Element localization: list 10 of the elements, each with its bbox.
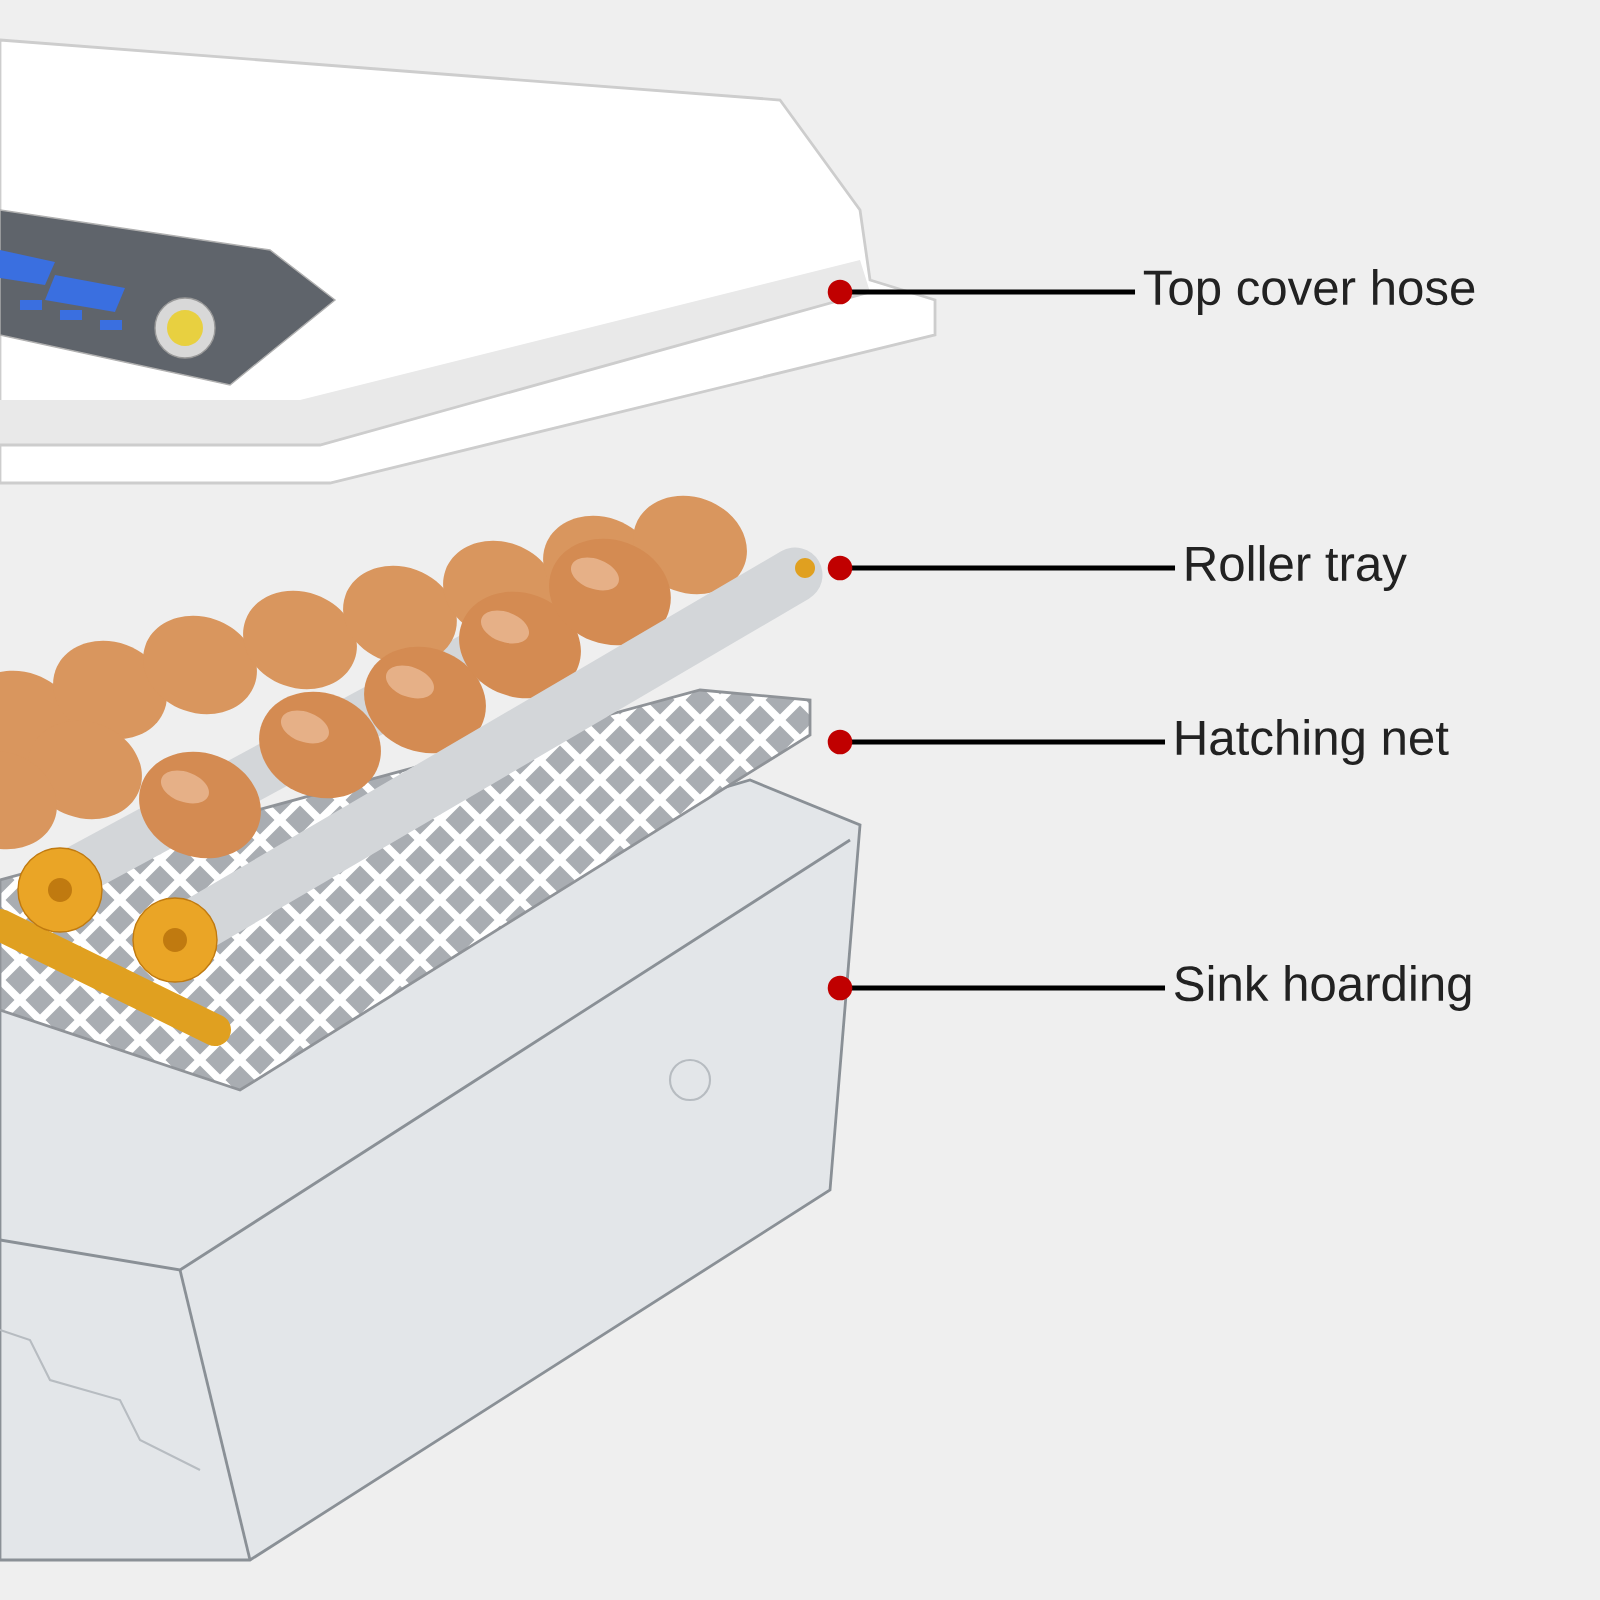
part-label: Sink hoarding [1175,965,1471,1011]
leader-line [827,975,1165,1001]
leader-line [827,729,1165,755]
part-label: Hatching net [1176,719,1449,765]
part-label: Roller tray [1186,545,1407,591]
leader-line [827,555,1175,581]
roller-tray-drawing [0,495,823,1046]
part-label: Top cover hose [1143,269,1475,315]
leader-line [827,279,1136,305]
top-cover-drawing [0,38,937,485]
